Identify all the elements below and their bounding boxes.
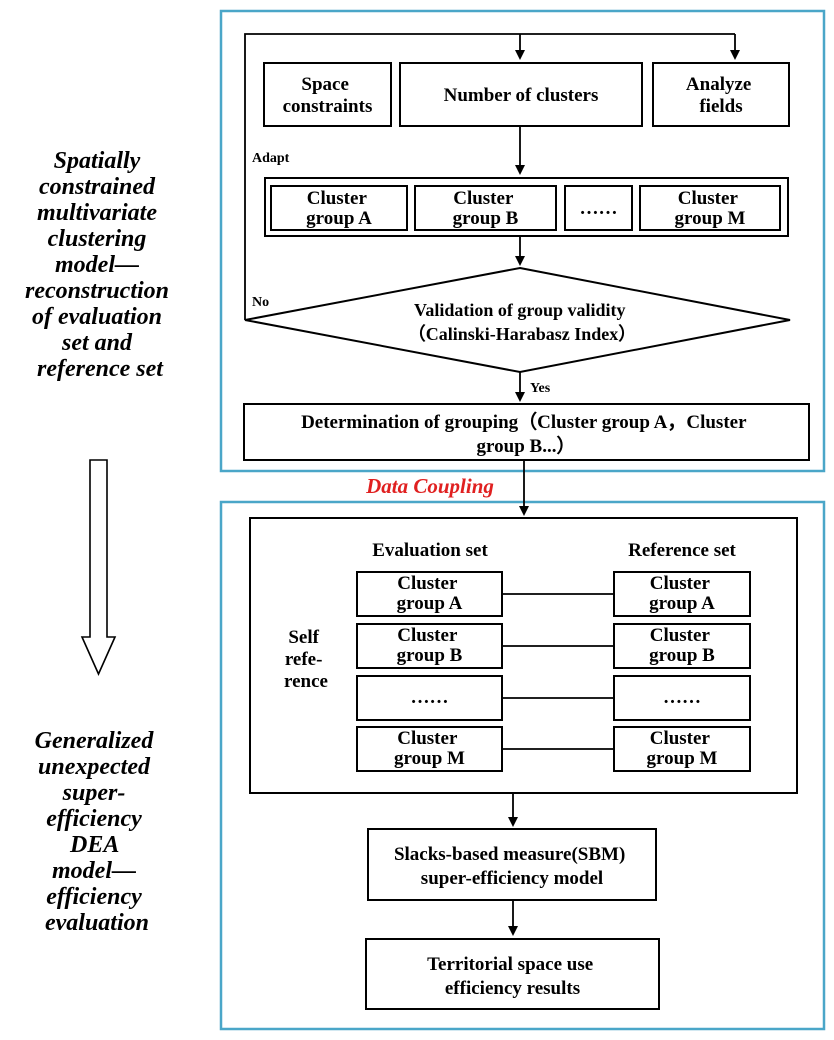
evaluation-panel bbox=[219, 500, 826, 1031]
ref-cluster-group-m-box bbox=[613, 726, 751, 772]
eval-ellipsis-box bbox=[356, 675, 503, 721]
results-label: Territorial space use efficiency results bbox=[427, 954, 598, 999]
space-constraints-box bbox=[263, 62, 392, 127]
determination-label: Determination of grouping（Cluster group … bbox=[301, 410, 751, 457]
ref-cluster-group-m-label: Cluster group M bbox=[647, 728, 718, 769]
number-of-clusters-label: Number of clusters bbox=[444, 85, 599, 106]
side-label-clustering-model: Spatially constrained multivariate clust… bbox=[25, 148, 175, 382]
cluster-group-ellipsis-label: …… bbox=[580, 198, 618, 219]
ref-cluster-group-b-label: Cluster group B bbox=[649, 625, 715, 666]
eval-cluster-group-m-box bbox=[356, 726, 503, 772]
no-label: No bbox=[252, 295, 269, 310]
cluster-group-a-label: Cluster group A bbox=[306, 188, 372, 229]
ref-ellipsis-box bbox=[613, 675, 751, 721]
space-constraints-label: Space constraints bbox=[283, 74, 373, 117]
determination-box bbox=[243, 403, 810, 461]
cluster-group-b-box bbox=[414, 185, 557, 231]
number-of-clusters-box bbox=[399, 62, 643, 127]
ref-ellipsis-label: …… bbox=[663, 687, 701, 708]
self-reference-label: Self refe- rence bbox=[284, 627, 328, 692]
eval-cluster-group-a-box bbox=[356, 571, 503, 617]
cluster-group-a-box bbox=[270, 185, 408, 231]
sbm-model-box bbox=[367, 828, 657, 901]
yes-label: Yes bbox=[530, 381, 551, 396]
cluster-group-ellipsis-box bbox=[564, 185, 633, 231]
eval-cluster-group-b-box bbox=[356, 623, 503, 669]
eval-cluster-group-a-label: Cluster group A bbox=[397, 573, 463, 614]
validation-label: Validation of group validity （Calinski-H… bbox=[408, 300, 637, 344]
evaluation-set-header: Evaluation set bbox=[372, 540, 488, 561]
analyze-fields-box bbox=[652, 62, 790, 127]
down-hollow-arrow-icon bbox=[80, 459, 117, 676]
side-label-dea-model: Generalized unexpected super- efficiency… bbox=[35, 728, 160, 936]
eval-cluster-group-b-label: Cluster group B bbox=[397, 625, 463, 666]
data-coupling-label: Data Coupling bbox=[365, 474, 494, 498]
ref-cluster-group-a-box bbox=[613, 571, 751, 617]
ref-cluster-group-b-box bbox=[613, 623, 751, 669]
clustering-panel bbox=[219, 9, 826, 473]
eval-cluster-group-m-label: Cluster group M bbox=[394, 728, 465, 769]
validation-decision-diamond bbox=[244, 266, 791, 374]
eval-ellipsis-label: …… bbox=[411, 687, 449, 708]
results-box bbox=[365, 938, 660, 1010]
sbm-model-label: Slacks-based measure(SBM) super-efficien… bbox=[394, 844, 630, 889]
cluster-group-m-label: Cluster group M bbox=[675, 188, 746, 229]
adapt-label: Adapt bbox=[252, 151, 290, 166]
analyze-fields-label: Analyze fields bbox=[686, 74, 756, 117]
feedback-loop-line bbox=[244, 33, 735, 320]
reference-set-header: Reference set bbox=[628, 540, 736, 561]
cluster-group-b-label: Cluster group B bbox=[453, 188, 519, 229]
cluster-group-m-box bbox=[639, 185, 781, 231]
ref-cluster-group-a-label: Cluster group A bbox=[649, 573, 715, 614]
